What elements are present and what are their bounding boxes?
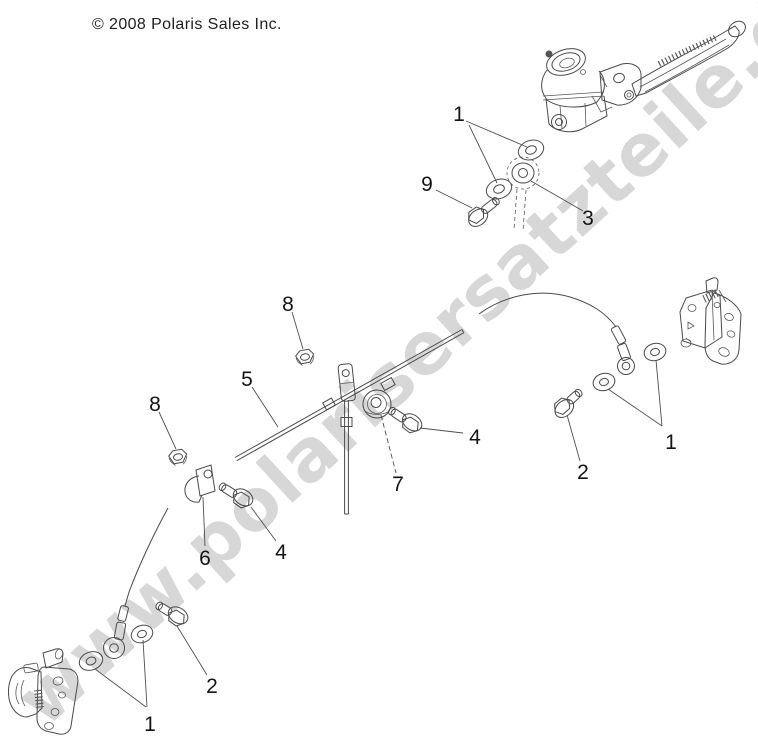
callout-6: 6 xyxy=(199,547,211,570)
callout-3: 3 xyxy=(582,207,594,230)
caliper-left xyxy=(8,648,79,735)
hose-end-fitting xyxy=(610,325,627,345)
leader-7 xyxy=(380,414,397,474)
callout-1-master: 1 xyxy=(453,103,465,126)
nut-upper xyxy=(295,348,315,366)
right-caliper-branch xyxy=(478,277,742,418)
hose-end-fitting xyxy=(117,605,129,622)
callout-8-left: 8 xyxy=(149,393,161,416)
leader-2-bottom xyxy=(176,625,208,676)
master-cylinder-banjo-hardware xyxy=(468,139,545,232)
bolt-right-caliper xyxy=(554,388,583,418)
callout-2-right: 2 xyxy=(577,461,589,484)
leader-2-right xyxy=(566,414,581,462)
leader-4-left xyxy=(250,506,277,542)
hose-end-fitting xyxy=(617,343,631,361)
left-caliper-branch xyxy=(8,507,189,735)
bolt-center-left xyxy=(218,482,254,509)
lever-grip-knurling xyxy=(657,34,719,67)
leader-1-bottom xyxy=(94,639,148,708)
callout-1-right: 1 xyxy=(665,431,677,454)
washer-left-b xyxy=(78,651,104,671)
callout-4-right: 4 xyxy=(469,426,481,449)
line-ferrule xyxy=(380,376,396,392)
nut-left xyxy=(168,448,188,466)
line-union xyxy=(340,417,353,427)
leader-1-right xyxy=(607,359,663,427)
leader-8-top xyxy=(291,311,304,350)
banjo-fitting-upper xyxy=(506,156,540,232)
banjo-bolt-upper xyxy=(468,197,500,227)
callout-9: 9 xyxy=(421,173,433,196)
hose-end-fitting xyxy=(113,621,127,641)
banjo-eye-right xyxy=(617,357,635,375)
callout-7: 7 xyxy=(392,473,404,496)
callout-labels: 1 9 3 8 5 8 4 7 2 1 6 4 2 1 xyxy=(144,103,677,736)
washer-right-b xyxy=(643,342,667,362)
washer-right-a xyxy=(592,372,616,392)
master-cylinder-lever-assembly xyxy=(541,20,746,133)
brake-hose-right xyxy=(478,292,617,328)
callout-4-left: 4 xyxy=(275,541,287,564)
leader-8-left xyxy=(158,411,177,450)
leader-6 xyxy=(202,496,206,547)
washer-lower xyxy=(485,178,513,200)
leader-lines xyxy=(94,120,663,708)
leader-5 xyxy=(251,386,279,428)
brake-line-main xyxy=(234,329,465,515)
caliper-right xyxy=(679,277,742,365)
washer-upper xyxy=(517,139,545,161)
brake-hose-left xyxy=(124,507,169,607)
cap-screw xyxy=(545,50,553,58)
cable-clamp xyxy=(184,464,216,503)
leader-9 xyxy=(435,189,473,209)
washer-left-a xyxy=(130,624,154,644)
leader-3 xyxy=(530,180,584,212)
leader-1-top-a xyxy=(465,120,528,148)
tee-bracket xyxy=(337,363,356,402)
grommet xyxy=(362,389,392,419)
copyright-notice: © 2008 Polaris Sales Inc. xyxy=(92,16,282,33)
callout-2-bottom: 2 xyxy=(206,675,218,698)
leader-1-top-b xyxy=(468,124,498,184)
callout-8-top: 8 xyxy=(282,293,294,316)
callout-1-bottom: 1 xyxy=(144,713,156,736)
leader-4-right xyxy=(419,427,464,434)
line-ferrule xyxy=(321,397,337,411)
center-hardware xyxy=(168,348,423,509)
callout-5: 5 xyxy=(241,368,253,391)
banjo-eye-left xyxy=(103,637,125,659)
bolt-left-caliper xyxy=(155,601,189,627)
